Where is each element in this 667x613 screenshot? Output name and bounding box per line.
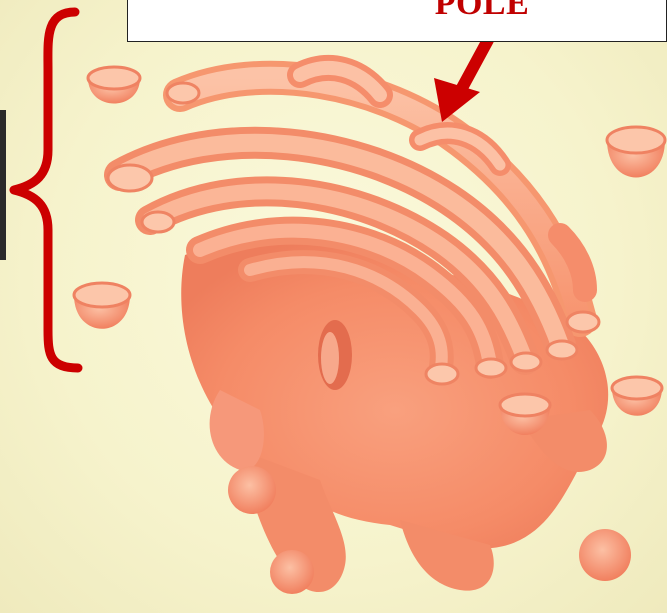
curly-brace-icon bbox=[14, 12, 78, 368]
pole-label: POLE bbox=[128, 0, 666, 23]
vesicle bbox=[612, 377, 662, 416]
vesicle bbox=[579, 529, 631, 581]
vesicle bbox=[88, 67, 140, 104]
vesicle bbox=[270, 550, 314, 594]
vesicle bbox=[228, 466, 276, 514]
arrow-icon bbox=[434, 40, 488, 122]
label-box: POLE bbox=[127, 0, 667, 42]
vesicle bbox=[74, 283, 130, 329]
vesicle bbox=[607, 127, 665, 178]
